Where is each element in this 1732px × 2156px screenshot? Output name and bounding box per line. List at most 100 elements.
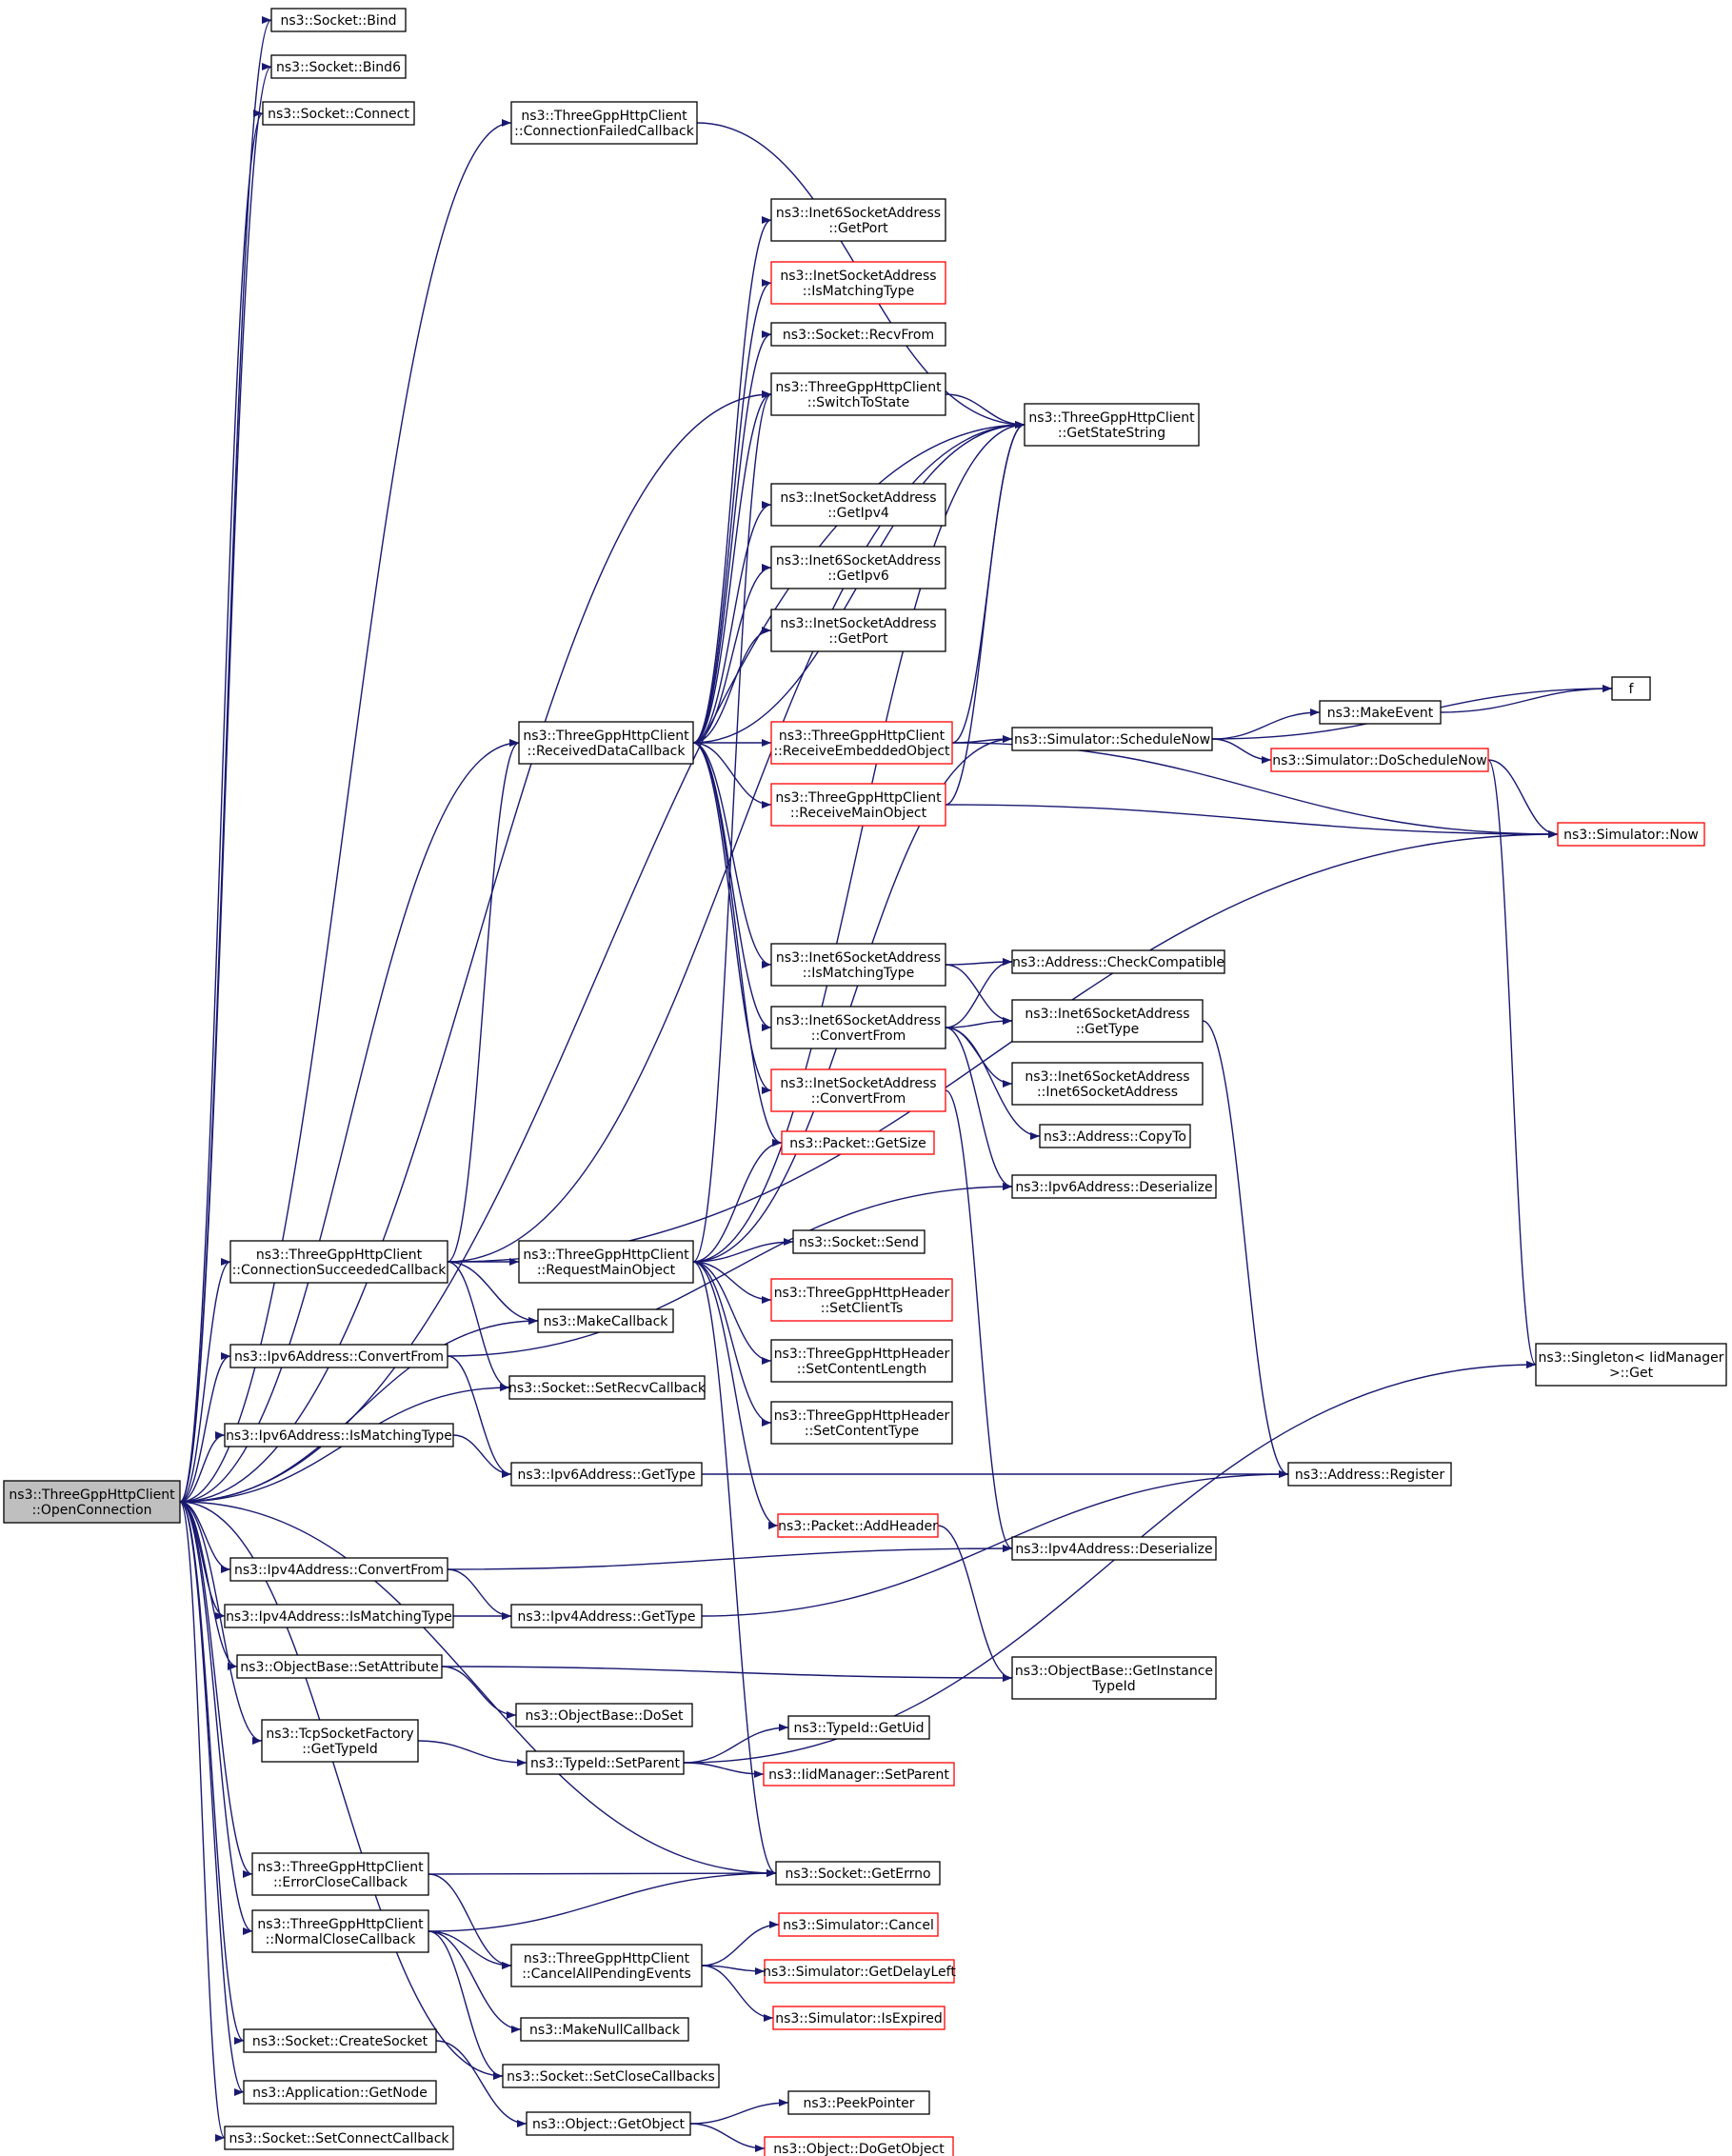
node-threegpphttpclient-connectionfailedcallback[interactable]: ns3::ThreeGppHttpClient::ConnectionFaile… [510, 101, 698, 145]
node-f[interactable]: f [1611, 676, 1651, 701]
node-ipv6address-ismatchingtype[interactable]: ns3::Ipv6Address::IsMatchingType [224, 1423, 454, 1447]
node-inetsocketaddress-convertfrom[interactable]: ns3::InetSocketAddress::ConvertFrom [770, 1068, 946, 1112]
node-threegpphttpclient-connectionsucceededcallback[interactable]: ns3::ThreeGppHttpClient::ConnectionSucce… [229, 1240, 448, 1284]
node-simulator-now[interactable]: ns3::Simulator::Now [1557, 822, 1705, 847]
node-box [243, 2028, 437, 2053]
node-typeid-setparent[interactable]: ns3::TypeId::SetParent [526, 1750, 685, 1775]
edge-cape-to-cancel [701, 1921, 780, 1966]
node-socket-createsocket[interactable]: ns3::Socket::CreateSocket [243, 2028, 437, 2053]
node-ipv6address-convertfrom[interactable]: ns3::Ipv6Address::ConvertFrom [229, 1344, 448, 1368]
edge-i4conv-to-ipv4deser [945, 1089, 1013, 1552]
node-ipv6address-deserialize[interactable]: ns3::Ipv6Address::Deserialize [1011, 1174, 1217, 1199]
node-inet6socketaddress-getport[interactable]: ns3::Inet6SocketAddress::GetPort [770, 198, 946, 242]
node-socket-send[interactable]: ns3::Socket::Send [792, 1229, 926, 1254]
node-inet6socketaddress-convertfrom[interactable]: ns3::Inet6SocketAddress::ConvertFrom [770, 1006, 946, 1049]
node-label: ns3::InetSocketAddress [780, 1076, 936, 1091]
edge-ipv4gettype-to-register [701, 1470, 1289, 1617]
node-threegpphttpheader-setcontenttype[interactable]: ns3::ThreeGppHttpHeader::SetContentType [770, 1401, 953, 1445]
node-threegpphttpheader-setcontentlength[interactable]: ns3::ThreeGppHttpHeader::SetContentLengt… [770, 1339, 953, 1383]
node-inet6socketaddress-getipv6[interactable]: ns3::Inet6SocketAddress::GetIpv6 [770, 546, 946, 589]
node-label: ns3::Socket::SetRecvCallback [508, 1381, 707, 1396]
node-makenullcallback[interactable]: ns3::MakeNullCallback [520, 2017, 689, 2042]
node-peekpointer[interactable]: ns3::PeekPointer [787, 2090, 930, 2115]
node-threegpphttpclient-switchtostate[interactable]: ns3::ThreeGppHttpClient::SwitchToState [770, 372, 946, 416]
edge-rmobj-to-addheader [692, 1261, 779, 1529]
node-objectbase-doset[interactable]: ns3::ObjectBase::DoSet [515, 1703, 693, 1727]
node-label: ns3::Inet6SocketAddress [776, 206, 941, 221]
node-socket-recvfrom[interactable]: ns3::Socket::RecvFrom [770, 322, 946, 347]
node-threegpphttpheader-setclientts[interactable]: ns3::ThreeGppHttpHeader::SetClientTs [770, 1278, 953, 1322]
node-box [515, 1703, 693, 1727]
edge-rmobj-to-geterrno [692, 1261, 777, 1877]
node-inet6socketaddress-inet6socketaddress[interactable]: ns3::Inet6SocketAddress::Inet6SocketAddr… [1011, 1062, 1204, 1106]
node-ipv4address-gettype[interactable]: ns3::Ipv4Address::GetType [510, 1604, 703, 1628]
node-makeevent[interactable]: ns3::MakeEvent [1319, 700, 1442, 725]
node-label: ns3::ThreeGppHttpClient [775, 790, 942, 806]
node-label: ns3::Socket::RecvFrom [783, 328, 934, 343]
node-socket-setrecvcallback[interactable]: ns3::Socket::SetRecvCallback [508, 1375, 707, 1400]
node-socket-setconnectcallback[interactable]: ns3::Socket::SetConnectCallback [224, 2126, 454, 2150]
node-threegpphttpclient-normalclosecallback[interactable]: ns3::ThreeGppHttpClient::NormalCloseCall… [251, 1909, 429, 1953]
node-address-register[interactable]: ns3::Address::Register [1287, 1462, 1452, 1487]
node-socket-connect[interactable]: ns3::Socket::Connect [262, 101, 415, 126]
node-socket-geterrno[interactable]: ns3::Socket::GetErrno [775, 1861, 941, 1886]
edge-i6gettype-to-register [1202, 1020, 1289, 1478]
node-threegpphttpclient-receiveembeddedobject[interactable]: ns3::ThreeGppHttpClient::ReceiveEmbedded… [770, 721, 953, 765]
node-tcpsocketfactory-gettypeid[interactable]: ns3::TcpSocketFactory::GetTypeId [261, 1719, 419, 1763]
edge-root-to-ipv4match [179, 1501, 226, 1620]
node-address-checkcompatible[interactable]: ns3::Address::CheckCompatible [1011, 949, 1225, 974]
node-iidmanager-setparent[interactable]: ns3::IidManager::SetParent [763, 1762, 955, 1787]
node-ipv4address-ismatchingtype[interactable]: ns3::Ipv4Address::IsMatchingType [224, 1604, 454, 1628]
node-box [518, 721, 694, 765]
node-simulator-schedulenow[interactable]: ns3::Simulator::ScheduleNow [1011, 727, 1213, 751]
node-threegpphttpclient-getstatestring[interactable]: ns3::ThreeGppHttpClient::GetStateString [1024, 403, 1200, 447]
edge-root-to-csc [179, 1258, 231, 1503]
node-threegpphttpclient-openconnection[interactable]: ns3::ThreeGppHttpClient::OpenConnection [3, 1480, 181, 1524]
node-typeid-getuid[interactable]: ns3::TypeId::GetUid [787, 1715, 930, 1740]
node-inet6socketaddress-gettype[interactable]: ns3::Inet6SocketAddress::GetType [1011, 999, 1204, 1043]
node-inetsocketaddress-getport[interactable]: ns3::InetSocketAddress::GetPort [770, 609, 946, 652]
node-ipv6address-gettype[interactable]: ns3::Ipv6Address::GetType [510, 1462, 703, 1487]
node-label: ns3::Socket::Bind6 [276, 60, 401, 75]
node-packet-addheader[interactable]: ns3::Packet::AddHeader [777, 1513, 939, 1538]
node-object-getobject[interactable]: ns3::Object::GetObject [526, 2111, 691, 2136]
node-threegpphttpclient-receiveddatacallback[interactable]: ns3::ThreeGppHttpClient::ReceivedDataCal… [518, 721, 694, 765]
node-objectbase-setattribute[interactable]: ns3::ObjectBase::SetAttribute [236, 1654, 443, 1679]
node-ipv4address-deserialize[interactable]: ns3::Ipv4Address::Deserialize [1011, 1536, 1217, 1561]
node-address-copyto[interactable]: ns3::Address::CopyTo [1039, 1124, 1191, 1148]
node-box [764, 1959, 955, 1984]
node-threegpphttpclient-requestmainobject[interactable]: ns3::ThreeGppHttpClient::RequestMainObje… [518, 1240, 694, 1284]
node-inetsocketaddress-getipv4[interactable]: ns3::InetSocketAddress::GetIpv4 [770, 483, 946, 527]
node-simulator-cancel[interactable]: ns3::Simulator::Cancel [778, 1912, 939, 1937]
node-singleton-iidmanager-get[interactable]: ns3::Singleton< IidManager>::Get [1535, 1343, 1727, 1387]
node-simulator-isexpired[interactable]: ns3::Simulator::IsExpired [772, 2006, 946, 2030]
node-simulator-doschedulenow[interactable]: ns3::Simulator::DoScheduleNow [1270, 748, 1489, 772]
edge-switch-to-gss [945, 393, 1025, 429]
edge-ipv6conv-to-ipv6deser [447, 1183, 1013, 1357]
node-socket-bind6[interactable]: ns3::Socket::Bind6 [270, 54, 407, 79]
node-packet-getsize[interactable]: ns3::Packet::GetSize [781, 1130, 935, 1155]
node-box [510, 101, 698, 145]
node-application-getnode[interactable]: ns3::Application::GetNode [243, 2080, 437, 2105]
edge-i6conv-to-ipv6deser [945, 1027, 1013, 1190]
edge-rmobj-to-setcontentlen [692, 1261, 772, 1365]
node-box [770, 483, 946, 527]
node-socket-setclosecallbacks[interactable]: ns3::Socket::SetCloseCallbacks [502, 2064, 720, 2088]
edge-tcpsf-to-setparent [417, 1740, 528, 1767]
edge-createsock-to-getobject [435, 2040, 528, 2127]
node-simulator-getdelayleft[interactable]: ns3::Simulator::GetDelayLeft [763, 1959, 956, 1984]
node-threegpphttpclient-receivemainobject[interactable]: ns3::ThreeGppHttpClient::ReceiveMainObje… [770, 783, 946, 827]
node-label: ns3::Singleton< IidManager [1539, 1350, 1724, 1366]
node-object-dogetobject[interactable]: ns3::Object::DoGetObject [764, 2136, 954, 2156]
node-threegpphttpclient-cancelallpendingevents[interactable]: ns3::ThreeGppHttpClient::CancelAllPendin… [510, 1944, 703, 1987]
node-socket-bind[interactable]: ns3::Socket::Bind [270, 8, 407, 32]
edge-root-to-setconncb [179, 1501, 226, 2142]
node-makecallback[interactable]: ns3::MakeCallback [537, 1308, 674, 1333]
node-threegpphttpclient-errorclosecallback[interactable]: ns3::ThreeGppHttpClient::ErrorCloseCallb… [251, 1852, 429, 1896]
node-label: ns3::Socket::Connect [268, 107, 409, 122]
node-ipv4address-convertfrom[interactable]: ns3::Ipv4Address::ConvertFrom [229, 1557, 448, 1582]
node-label: ns3::Inet6SocketAddress [776, 1013, 941, 1028]
node-inetsocketaddress-ismatchingtype[interactable]: ns3::InetSocketAddress::IsMatchingType [770, 261, 946, 305]
node-inet6socketaddress-ismatchingtype[interactable]: ns3::Inet6SocketAddress::IsMatchingType [770, 943, 946, 987]
